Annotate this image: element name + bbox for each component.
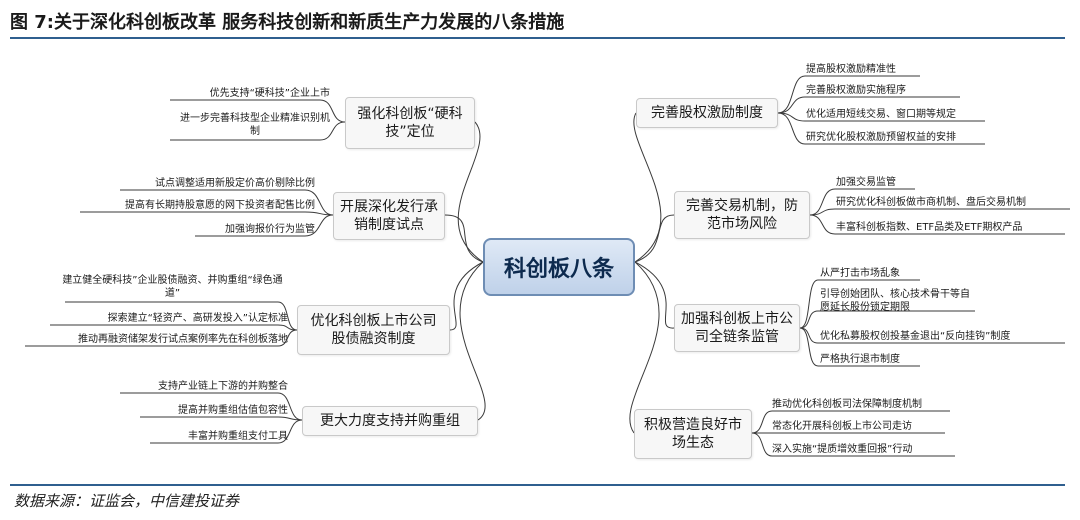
branch-issuance-underwriting-pilot: 开展深化发行承销制度试点	[333, 192, 445, 240]
leaf-b7-2: 引导创始团队、核心技术骨干等自愿延长股份锁定期限	[820, 289, 970, 313]
branch-full-chain-supervision: 加强科创板上市公司全链条监管	[674, 304, 800, 352]
top-divider	[10, 37, 1065, 39]
leaf-b5-2: 完善股权激励实施程序	[806, 85, 906, 96]
leaf-b3-1: 建立健全硬科技”企业股债融资、并购重组“绿色通道”	[62, 275, 283, 299]
branch-equity-incentive: 完善股权激励制度	[636, 98, 778, 128]
leaf-b8-3: 深入实施“提质增效重回报”行动	[772, 444, 913, 455]
connector-b4	[459, 261, 486, 421]
leaf-b5-4: 研究优化股权激励预留权益的安排	[806, 132, 956, 143]
leaf-b2-1: 试点调整适用新股定价高价剔除比例	[155, 178, 315, 189]
leaf-b6-2: 研究优化科创板做市商机制、盘后交易机制	[836, 197, 1026, 208]
branch-equity-debt-financing: 优化科创板上市公司股债融资制度	[297, 305, 450, 355]
leaf-b7-3: 优化私募股权创投基金退出“反向挂钩”制度	[820, 331, 1011, 342]
leaf-b4-1: 支持产业链上下游的并购整合	[158, 381, 288, 392]
leaf-b3-2: 探索建立“轻资产、高研发投入”认定标准	[107, 313, 288, 324]
leaf-b7-4: 严格执行退市制度	[820, 354, 900, 365]
leaf-b7-1: 从严打击市场乱象	[820, 268, 900, 279]
leaf-b8-2: 常态化开展科创板上市公司走访	[772, 421, 912, 432]
leaf-b1-1: 优先支持“硬科技”企业上市	[209, 88, 330, 99]
branch-hard-tech-positioning: 强化科创板“硬科技”定位	[345, 97, 475, 149]
leaf-b6-3: 丰富科创板指数、ETF品类及ETF期权产品	[836, 222, 1023, 233]
connector-lines	[25, 75, 1070, 457]
branch-mergers-acquisitions: 更大力度支持并购重组	[302, 406, 478, 436]
leaf-b3-3: 推动再融资储架发行试点案例率先在科创板落地	[78, 334, 288, 345]
branch-trading-mechanism: 完善交易机制，防范市场风险	[674, 191, 810, 239]
leaf-b4-3: 丰富并购重组支付工具	[188, 431, 288, 442]
connector-b6	[634, 214, 675, 263]
leaf-b6-1: 加强交易监管	[836, 177, 896, 188]
branch-market-ecology: 积极营造良好市场生态	[634, 409, 752, 459]
bottom-divider	[10, 484, 1065, 486]
leaf-b5-3: 优化适用短线交易、窗口期等规定	[806, 109, 956, 120]
leaf-b1-2: 进一步完善科技型企业精准识别机制	[180, 113, 330, 137]
connector-b8	[629, 261, 660, 434]
leaf-b2-2: 提高有长期持股意愿的网下投资者配售比例	[125, 200, 315, 211]
leaf-b8-1: 推动优化科创板司法保障制度机制	[772, 399, 922, 410]
connector-b2	[444, 214, 484, 263]
center-node: 科创板八条	[483, 238, 635, 296]
connector-b3	[449, 261, 484, 331]
leaf-b2-3: 加强询报价行为监管	[225, 224, 315, 235]
figure-title: 图 7:关于深化科创板改革 服务科技创新和新质生产力发展的八条措施	[10, 12, 565, 33]
leaf-b4-2: 提高并购重组估值包容性	[178, 405, 288, 416]
connector-b1	[457, 121, 484, 263]
connector-b5	[633, 112, 662, 263]
leaf-b5-1: 提高股权激励精准性	[806, 64, 896, 75]
connector-b7	[634, 261, 675, 329]
source-note: 数据来源：证监会，中信建投证券	[14, 492, 240, 510]
